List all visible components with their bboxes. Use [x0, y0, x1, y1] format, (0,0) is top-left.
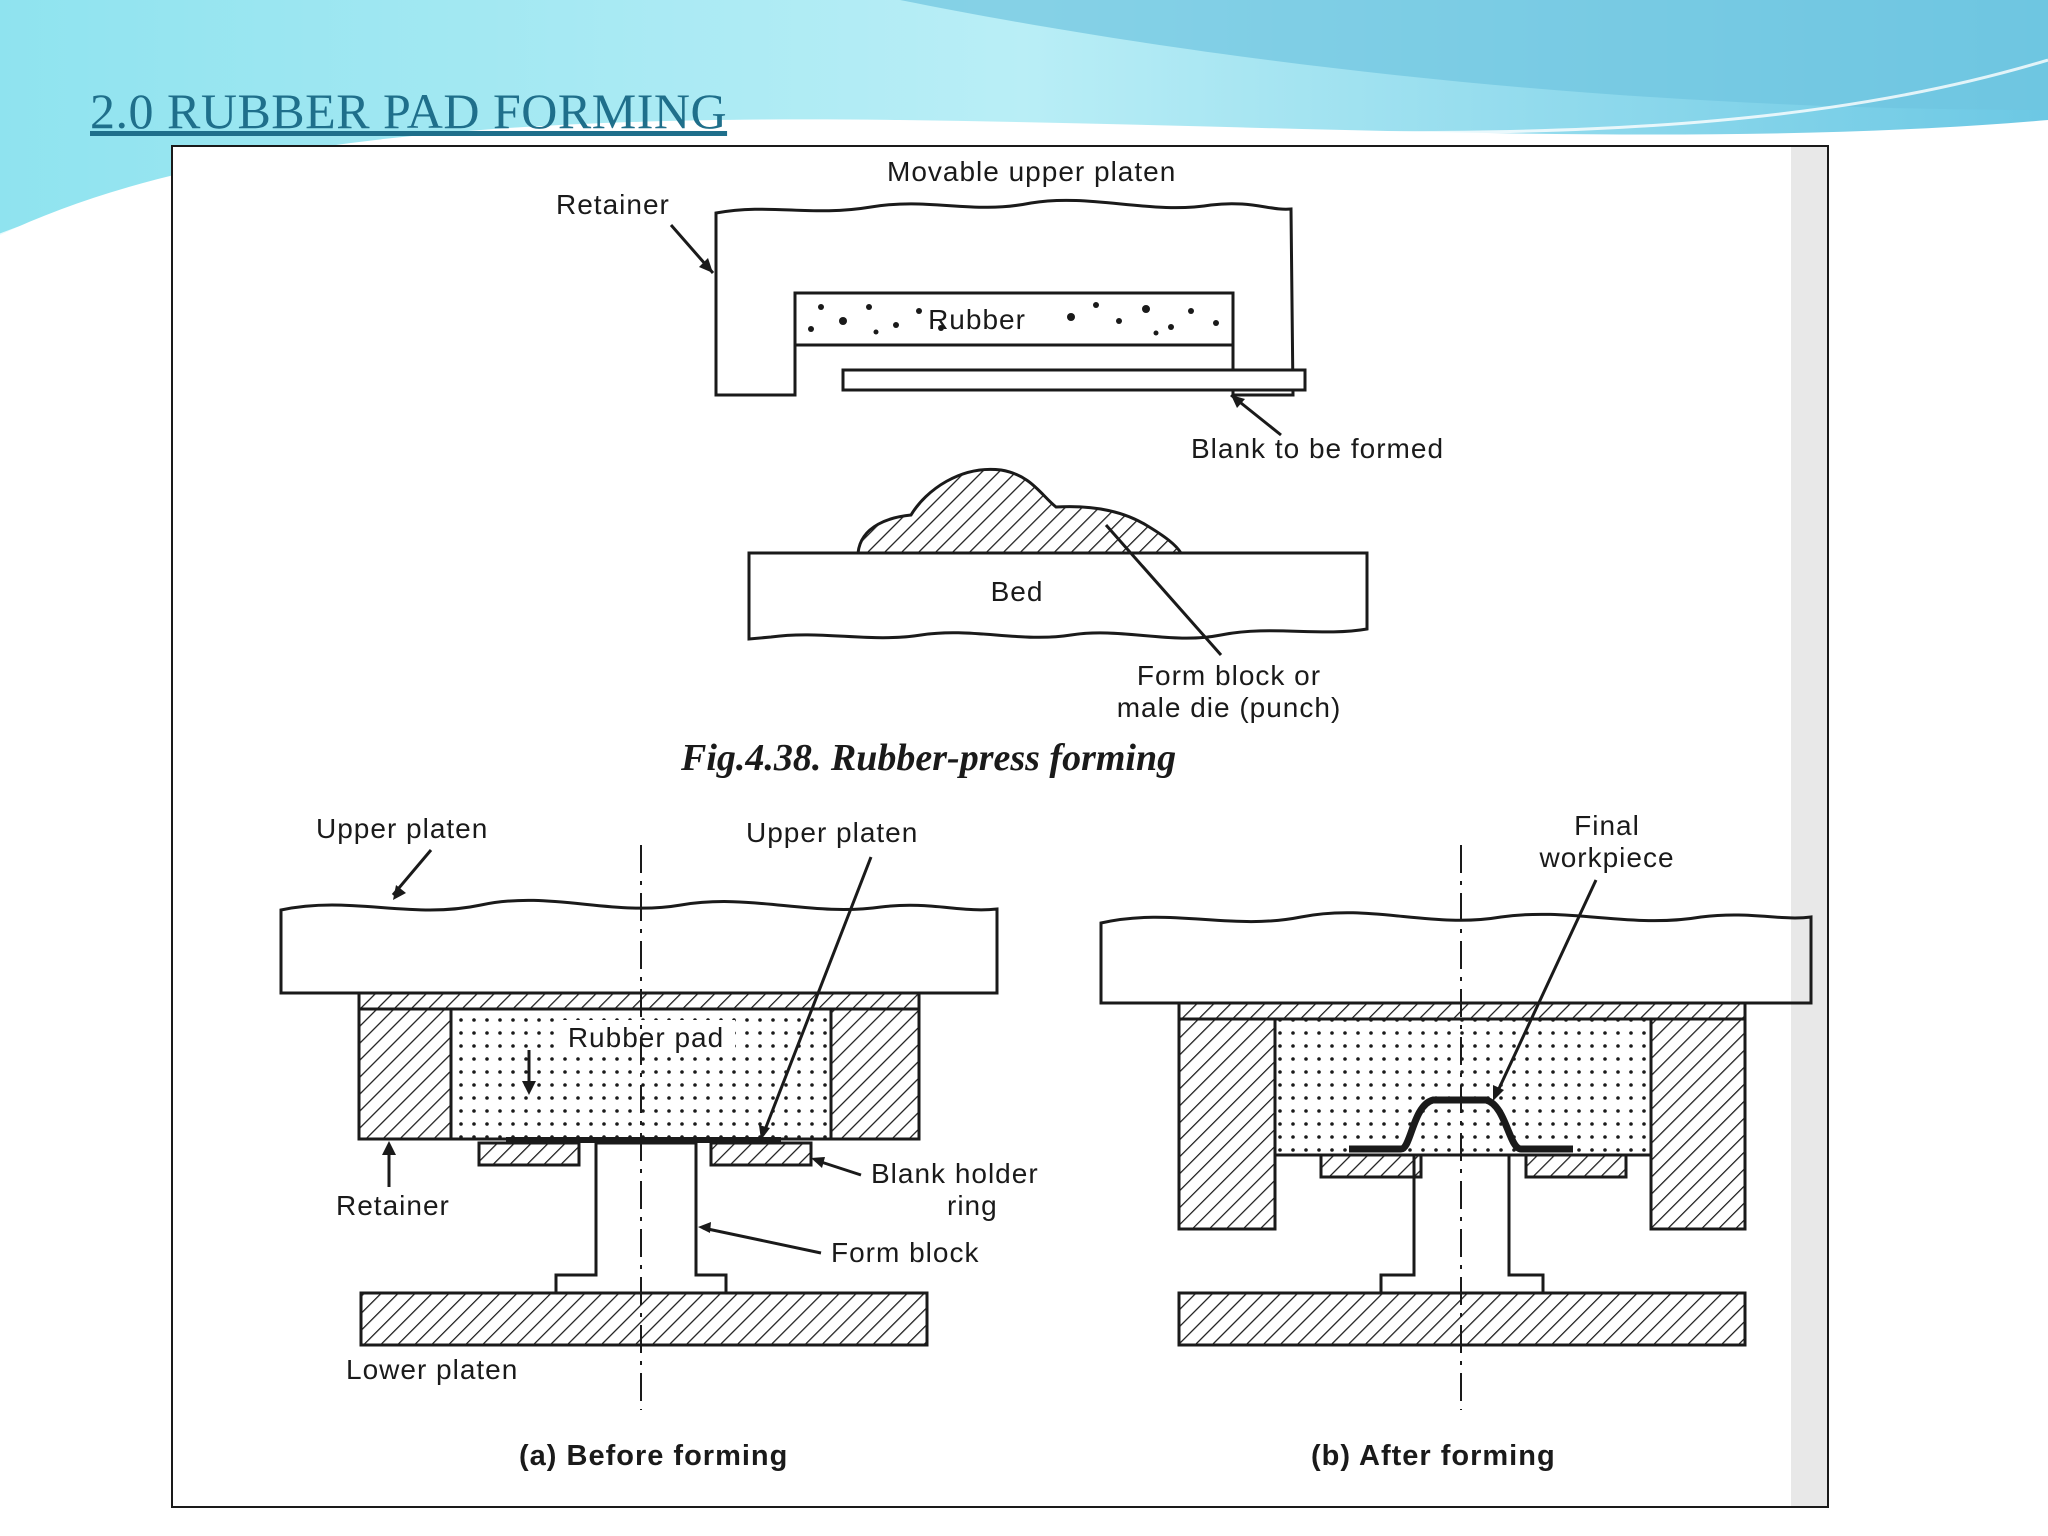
- blank-holder-ring-left-b: [1319, 1153, 1423, 1179]
- arrowhead-blank: [1231, 395, 1245, 408]
- upper-platen-a: [279, 898, 999, 995]
- label-bed: Bed: [991, 576, 1044, 607]
- blank-to-be-formed: [841, 368, 1307, 392]
- caption-fig-4-38: Fig.4.38. Rubber-press forming: [680, 737, 1176, 779]
- rubber-pad-label-bg: [557, 1020, 735, 1054]
- blank-holder-ring-right-b: [1524, 1153, 1628, 1179]
- label-blank: Blank to be formed: [1191, 433, 1444, 464]
- label-form-block-2: male die (punch): [1117, 692, 1342, 723]
- rubber-pad-forming-figure: Rubber Movable upper platen Retainer Bla…: [171, 145, 1829, 1508]
- arrowhead-upper-platen-right: [759, 1125, 770, 1140]
- formed-workpiece-b: [1349, 1096, 1573, 1153]
- page-edge-shadow: [1791, 147, 1827, 1506]
- label-movable-upper-platen: Movable upper platen: [887, 156, 1176, 187]
- upper-platen: [714, 198, 1295, 397]
- arrowhead-retainer-a: [382, 1141, 396, 1155]
- arrowhead-upper-platen-left: [393, 885, 406, 900]
- rubber-pad-b: [1273, 1017, 1653, 1157]
- retainer-top-strip-a: [357, 991, 921, 1011]
- label-upper-platen-left: Upper platen: [316, 813, 488, 844]
- arrow-form-block-a: [702, 1226, 822, 1255]
- arrow-form-block: [1104, 524, 1223, 656]
- label-lower-platen: Lower platen: [346, 1354, 518, 1385]
- form-block-top: [856, 467, 1184, 555]
- label-form-block-a: Form block: [831, 1237, 979, 1268]
- label-workpiece: workpiece: [1538, 842, 1674, 873]
- arrow-final-workpiece: [1494, 879, 1598, 1096]
- label-form-block-1: Form block or: [1137, 660, 1321, 691]
- rubber-block: [793, 291, 1235, 347]
- upper-platen-b: [1099, 911, 1813, 1005]
- retainer-right-b: [1649, 1017, 1747, 1231]
- label-rubber: Rubber: [928, 304, 1026, 335]
- retainer-left-a: [357, 1007, 453, 1141]
- after-forming-figure: Final workpiece (b) After forming: [1099, 810, 1813, 1472]
- blank-holder-ring-left-a: [477, 1141, 581, 1167]
- lower-platen-a: [359, 1291, 929, 1347]
- retainer-left-b: [1177, 1017, 1277, 1231]
- label-rubber-pad: Rubber pad: [568, 1022, 724, 1053]
- arrowhead-form-block-a: [698, 1222, 711, 1233]
- label-retainer-a: Retainer: [336, 1190, 450, 1221]
- before-forming-figure: Rubber pad Upper platen Upper platen Ret…: [279, 813, 1039, 1472]
- arrow-upper-platen-right: [761, 856, 873, 1136]
- label-retainer-top: Retainer: [556, 189, 670, 220]
- label-blank-holder-1: Blank holder: [871, 1158, 1039, 1189]
- arrowhead-retainer-top: [699, 258, 713, 273]
- bed: [747, 551, 1369, 641]
- arrowhead-blank-holder: [811, 1157, 825, 1168]
- label-final: Final: [1574, 810, 1640, 841]
- arrowhead-rubber-pad-down: [522, 1081, 536, 1095]
- rubber-speckles: [808, 302, 1219, 336]
- arrowhead-final-workpiece: [1493, 1085, 1504, 1101]
- label-upper-platen-right: Upper platen: [746, 817, 918, 848]
- retainer-right-a: [829, 1007, 921, 1141]
- top-wave-highlight: [900, 0, 2048, 110]
- arrow-upper-platen-left: [391, 849, 433, 896]
- caption-before-forming: (a) Before forming: [519, 1440, 788, 1472]
- top-figure: Rubber Movable upper platen Retainer Bla…: [556, 156, 1444, 779]
- slide-title: 2.0 RUBBER PAD FORMING: [90, 83, 728, 139]
- caption-after-forming: (b) After forming: [1311, 1440, 1556, 1472]
- label-blank-holder-2: ring: [947, 1190, 998, 1221]
- blank-holder-ring-right-a: [709, 1141, 813, 1167]
